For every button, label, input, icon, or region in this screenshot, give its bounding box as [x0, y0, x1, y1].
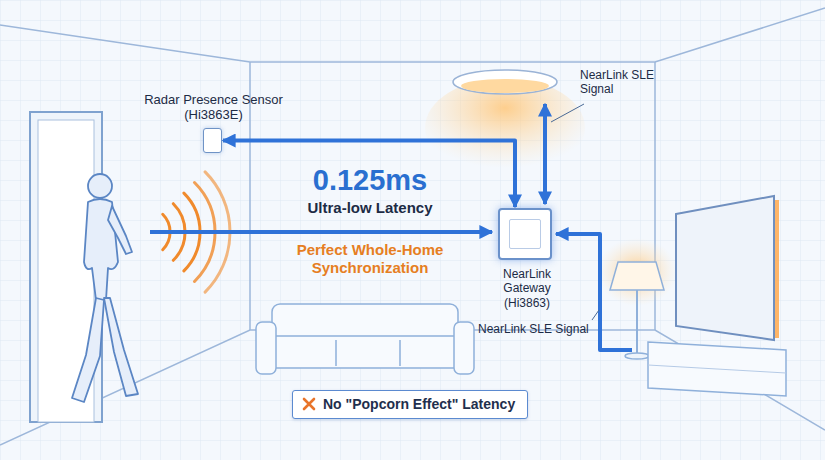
lamp-base [625, 353, 649, 359]
latency-caption: Ultra-low Latency [280, 199, 460, 217]
tv [648, 196, 786, 396]
ceiling-light [425, 70, 585, 178]
note-box: No "Popcorn Effect" Latency [292, 390, 528, 419]
person [72, 174, 138, 402]
lamp-shade [610, 262, 664, 290]
gateway-box: NearLink Gateway (Hi3863) [498, 208, 552, 260]
light-fixture [453, 70, 557, 94]
signal-arrow [150, 230, 492, 234]
sync-label: Perfect Whole-Home Synchronization [285, 241, 455, 276]
signal-label: NearLink SLE Signal [580, 68, 658, 96]
tv-stand-shelf [648, 365, 786, 373]
latency-value: 0.125ms [280, 163, 460, 197]
leader-lines [551, 104, 599, 320]
sofa-arm [256, 322, 276, 374]
strike-mark [302, 397, 316, 411]
signal-connector [223, 141, 515, 208]
tv-stand [648, 342, 786, 396]
tv-backlight [775, 200, 779, 338]
node-text: Radar Presence Sensor (Hi3863E) [139, 92, 289, 123]
floor-lamp [597, 238, 677, 359]
strike-mark-cross [304, 399, 314, 409]
leader-line [551, 104, 584, 122]
ceiling-line [0, 8, 825, 62]
light-glow [425, 78, 585, 178]
sofa-seat [264, 336, 466, 368]
lamp-pole [636, 290, 638, 354]
room-outline [0, 8, 825, 445]
sofa [256, 304, 474, 374]
leader-line [592, 310, 599, 320]
node-text: NearLink Gateway (Hi3863) [494, 267, 560, 310]
person-leg [104, 298, 138, 396]
person-leg [72, 298, 104, 402]
light-bulb [461, 79, 549, 93]
signal-arrow [543, 104, 547, 204]
tv-screen [676, 196, 774, 340]
sofa-arm [454, 322, 474, 374]
signal-label: NearLink SLE Signal [478, 322, 589, 336]
sofa-seam [336, 340, 400, 366]
node-text: No "Popcorn Effect" Latency [323, 396, 515, 413]
signal-arrows [150, 104, 632, 350]
person-head [88, 174, 112, 198]
sensor-box: Radar Presence Sensor (Hi3863E) [203, 128, 222, 153]
person-arm [108, 206, 132, 254]
